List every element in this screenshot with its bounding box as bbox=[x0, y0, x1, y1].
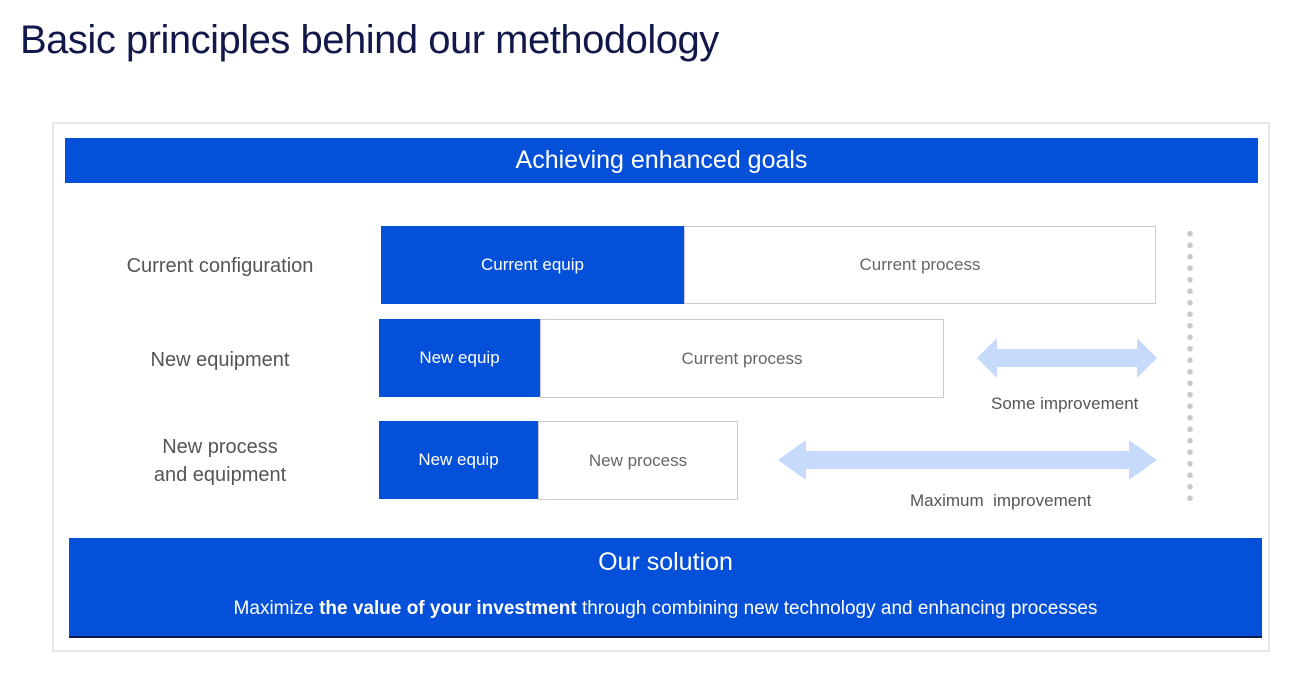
label-line: and equipment bbox=[153, 464, 287, 486]
row-label-new-equipment: New equipment bbox=[150, 349, 290, 371]
maximum-improvement-caption: Maximum improvement bbox=[910, 491, 1092, 510]
double-arrow-icon bbox=[977, 338, 1157, 378]
current-process-box: Current process bbox=[684, 226, 1156, 304]
desc-bold: the value of your investment bbox=[319, 598, 577, 619]
row-label-new-process-equipment: New process and equipment bbox=[110, 433, 330, 489]
new-process-box: New process bbox=[538, 421, 738, 500]
diagram-frame bbox=[52, 122, 1270, 652]
row-label-current: Current configuration bbox=[126, 255, 314, 277]
current-equip-box: Current equip bbox=[381, 226, 684, 304]
new-equip-box: New equip bbox=[379, 319, 540, 397]
solution-description: Maximize the value of your investment th… bbox=[69, 598, 1262, 620]
desc-text: through combining new technology and enh… bbox=[576, 598, 1098, 619]
solution-banner: Our solution Maximize the value of your … bbox=[69, 538, 1262, 638]
solution-title: Our solution bbox=[598, 548, 733, 576]
new-equip-box: New equip bbox=[379, 421, 538, 499]
label-line: New process bbox=[162, 436, 278, 458]
goals-header: Achieving enhanced goals bbox=[65, 138, 1258, 183]
desc-text: Maximize bbox=[233, 598, 320, 619]
current-process-box: Current process bbox=[540, 319, 944, 398]
page-title: Basic principles behind our methodology bbox=[20, 18, 719, 62]
double-arrow-icon bbox=[778, 440, 1157, 480]
some-improvement-caption: Some improvement bbox=[991, 394, 1139, 413]
dotted-divider bbox=[1187, 228, 1193, 504]
